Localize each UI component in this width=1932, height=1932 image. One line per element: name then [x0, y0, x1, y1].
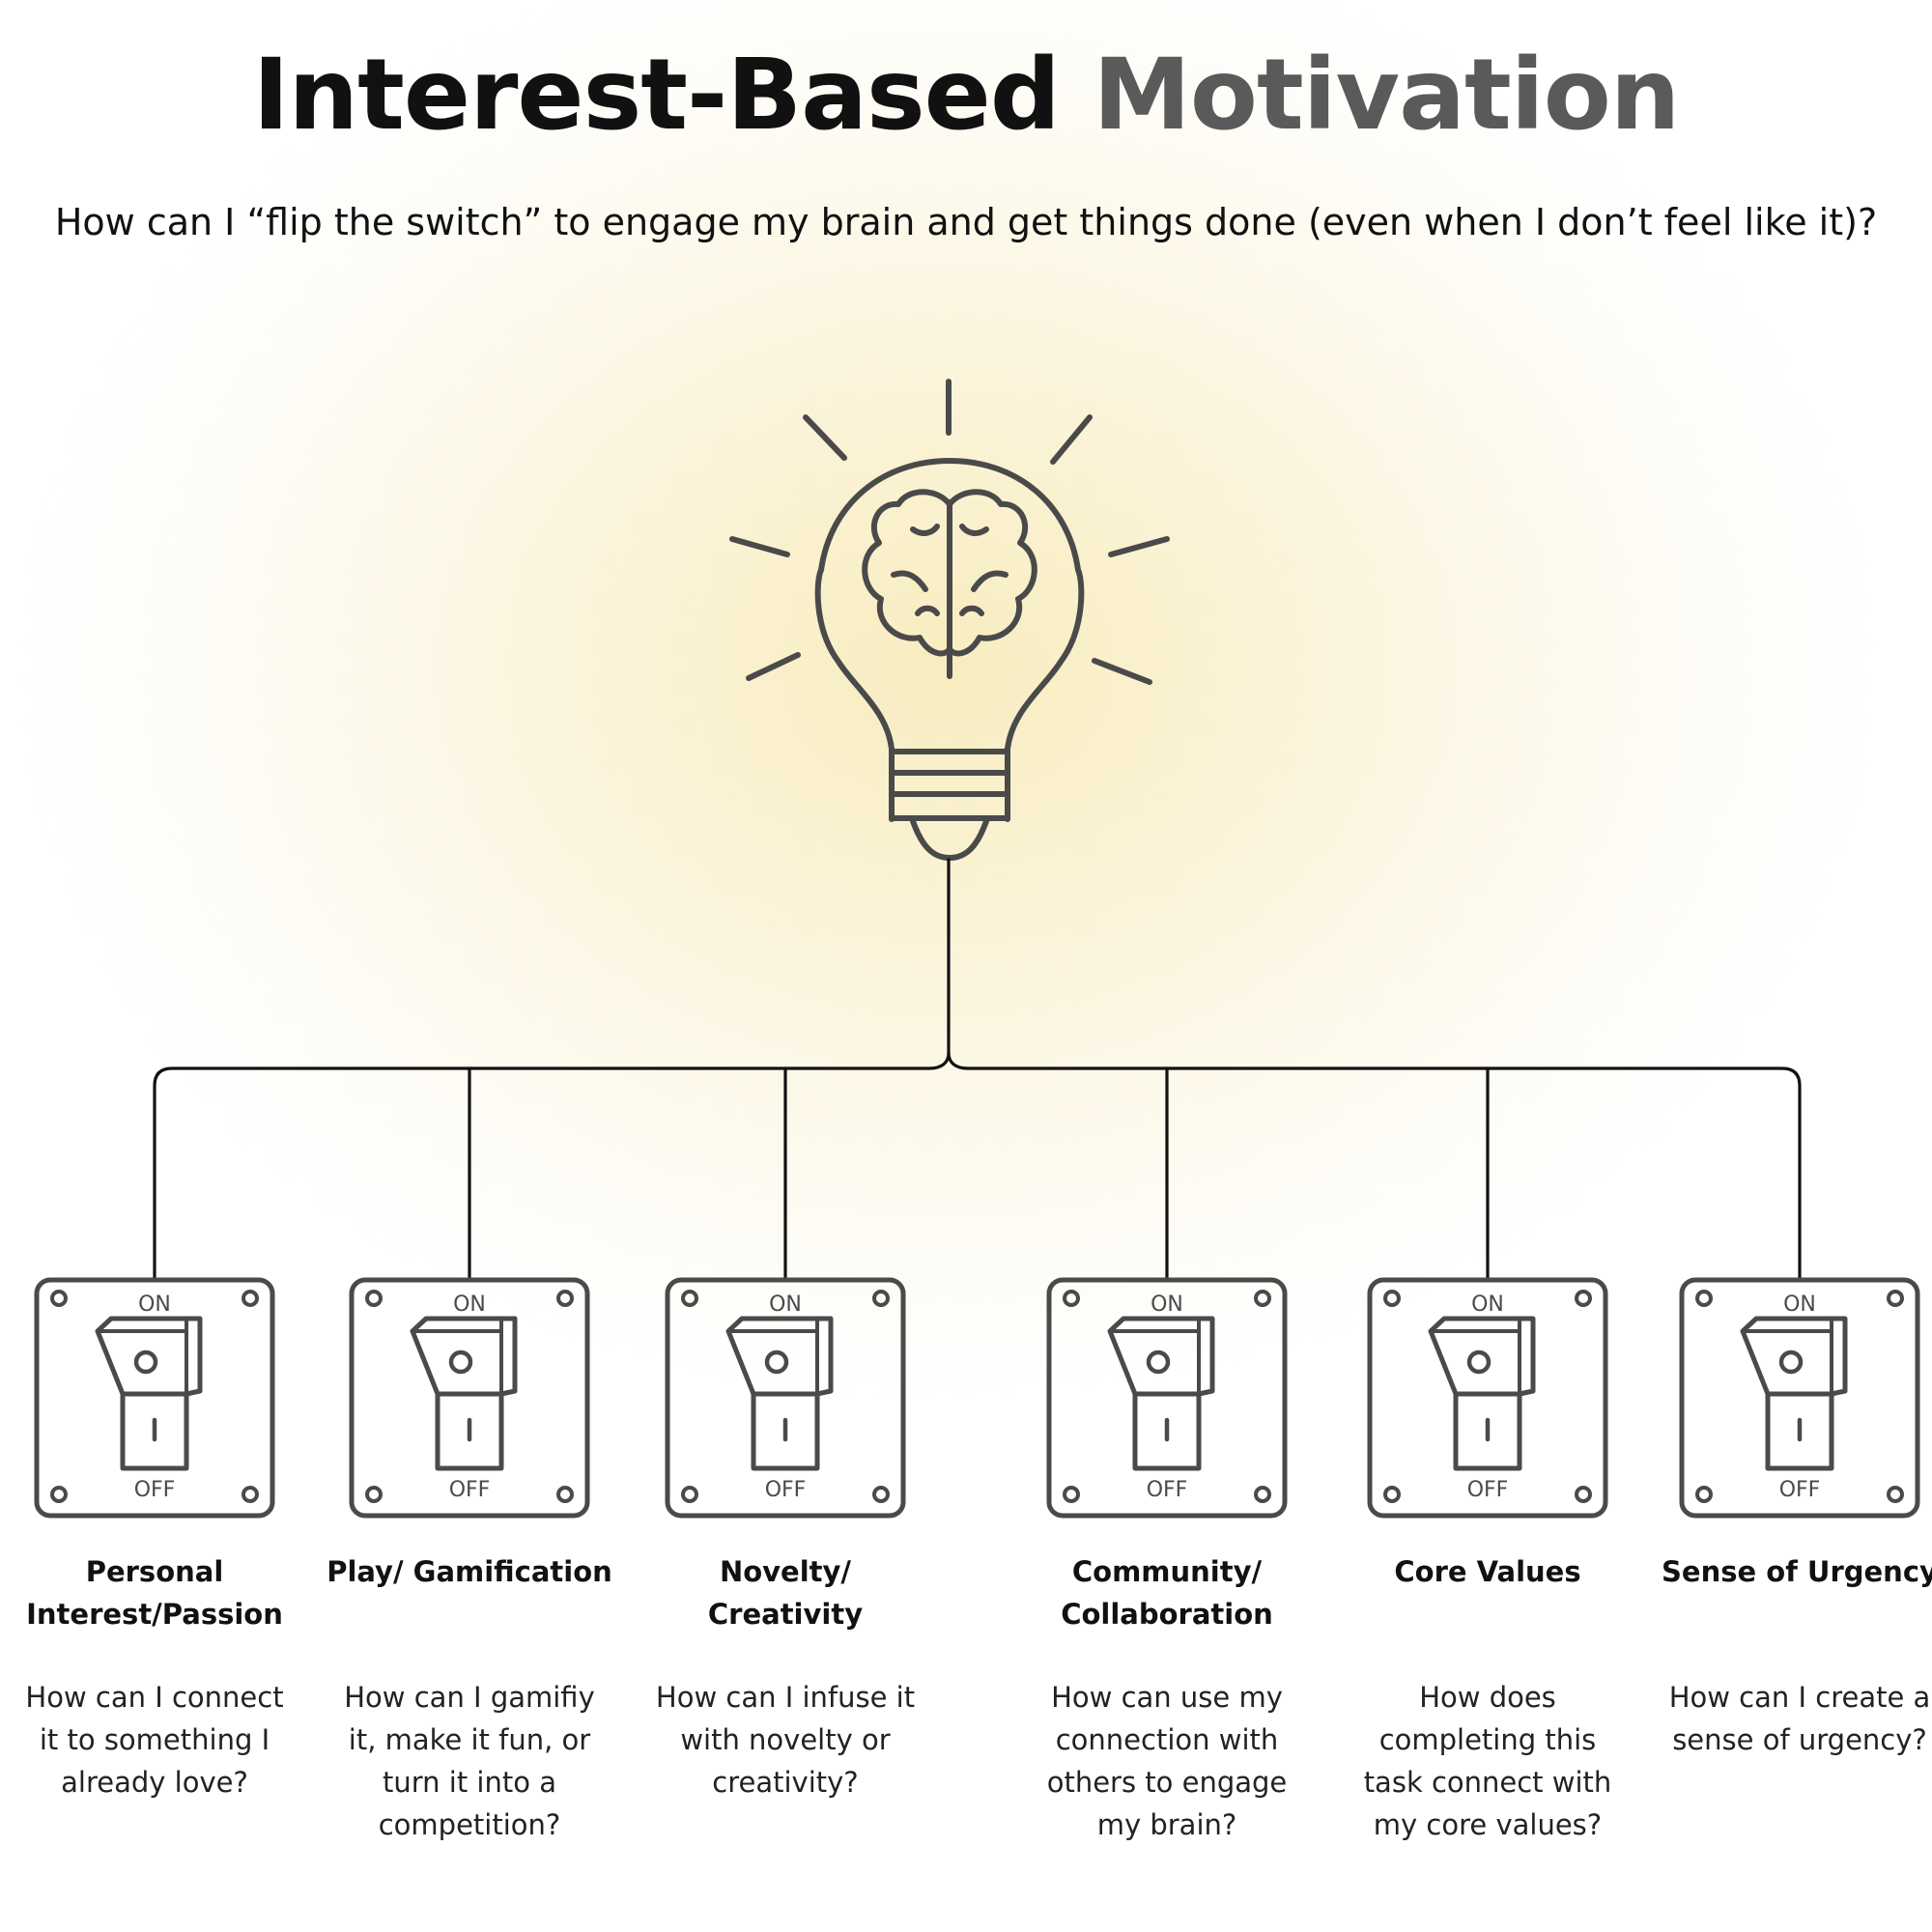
category-name: Sense of Urgency	[1662, 1555, 1932, 1588]
switch-on-label: ON	[769, 1293, 802, 1317]
switch-off-label: OFF	[1467, 1478, 1509, 1502]
toggle-switch-icon: ON OFF	[1367, 1277, 1608, 1519]
screw-icon	[1063, 1486, 1080, 1503]
screw-icon	[1887, 1486, 1904, 1503]
screw-icon	[365, 1290, 383, 1307]
page-title: Interest-Based Motivation	[0, 37, 1932, 155]
screw-icon	[872, 1486, 890, 1503]
screw-icon	[1575, 1290, 1592, 1307]
toggle-switch-icon: ON OFF	[665, 1277, 906, 1519]
wire-left	[153, 1051, 951, 1282]
switch-off-label: OFF	[765, 1478, 807, 1502]
category-name: Play/ Gamification	[327, 1555, 612, 1588]
category-question: How can I connect it to something I alre…	[25, 1681, 284, 1799]
switch-plate	[34, 1277, 275, 1519]
switch-off-label: OFF	[1147, 1478, 1188, 1502]
switch-on-label: ON	[138, 1293, 171, 1317]
branch-wires	[468, 1066, 1490, 1282]
screw-icon	[242, 1290, 259, 1307]
screw-icon	[1695, 1486, 1713, 1503]
lightbulb-brain-icon	[729, 379, 1170, 861]
screw-icon	[1063, 1290, 1080, 1307]
switch-plate	[349, 1277, 590, 1519]
screw-icon	[872, 1290, 890, 1307]
category-name: Personal Interest/Passion	[26, 1555, 283, 1631]
screw-icon	[1383, 1486, 1401, 1503]
switch-on-label: ON	[453, 1293, 486, 1317]
on-indicator-icon	[133, 1350, 158, 1375]
category-question: How can I create a sense of urgency?	[1668, 1681, 1931, 1756]
toggle-switch-icon: ON OFF	[1679, 1277, 1920, 1519]
category-question: How can use my connection with others to…	[1046, 1681, 1288, 1841]
rocker-bottom	[1132, 1391, 1202, 1471]
switch-row: ON OFF ON OFF ON OFF ON OFF ON OFF ON OFF	[34, 1277, 1920, 1519]
switch-on-label: ON	[1783, 1293, 1816, 1317]
on-indicator-icon	[448, 1350, 473, 1375]
rocker-bottom	[1765, 1391, 1834, 1471]
toggle-switch-icon: ON OFF	[349, 1277, 590, 1519]
category-question: How can I infuse it with novelty or crea…	[655, 1681, 916, 1799]
screw-icon	[681, 1486, 698, 1503]
category-name: Novelty/ Creativity	[707, 1555, 864, 1631]
rocker-bottom	[751, 1391, 820, 1471]
on-indicator-icon	[1778, 1350, 1804, 1375]
switch-off-label: OFF	[134, 1478, 176, 1502]
rocker-bottom	[1453, 1391, 1522, 1471]
screw-icon	[50, 1486, 68, 1503]
rocker-bottom	[120, 1391, 189, 1471]
screw-icon	[1383, 1290, 1401, 1307]
screw-icon	[1254, 1486, 1271, 1503]
connector-wires	[153, 858, 1802, 1282]
wire-right	[947, 1051, 1802, 1282]
screw-icon	[1887, 1290, 1904, 1307]
screw-icon	[50, 1290, 68, 1307]
switch-plate	[665, 1277, 906, 1519]
page-subtitle: How can I “flip the switch” to engage my…	[54, 201, 1878, 243]
screw-icon	[681, 1290, 698, 1307]
toggle-switch-icon: ON OFF	[34, 1277, 275, 1519]
category-name: Core Values	[1394, 1555, 1581, 1588]
screw-icon	[556, 1486, 574, 1503]
title-part-1: Interest-Based	[252, 38, 1094, 153]
category-name: Community/ Collaboration	[1061, 1555, 1273, 1631]
switch-plate	[1367, 1277, 1608, 1519]
switch-off-label: OFF	[1779, 1478, 1821, 1502]
screw-icon	[1254, 1290, 1271, 1307]
switch-on-label: ON	[1471, 1293, 1504, 1317]
screw-icon	[242, 1486, 259, 1503]
switch-plate	[1046, 1277, 1288, 1519]
on-indicator-icon	[1466, 1350, 1492, 1375]
screw-icon	[365, 1486, 383, 1503]
switch-off-label: OFF	[449, 1478, 491, 1502]
category-question: How can I gamifiy it, make it fun, or tu…	[344, 1681, 595, 1841]
screw-icon	[1575, 1486, 1592, 1503]
on-indicator-icon	[764, 1350, 789, 1375]
screw-icon	[1695, 1290, 1713, 1307]
title-part-2: Motivation	[1093, 38, 1680, 153]
switch-on-label: ON	[1151, 1293, 1183, 1317]
on-indicator-icon	[1146, 1350, 1171, 1375]
toggle-switch-icon: ON OFF	[1046, 1277, 1288, 1519]
switch-plate	[1679, 1277, 1920, 1519]
screw-icon	[556, 1290, 574, 1307]
category-question: How does completing this task connect wi…	[1363, 1681, 1612, 1841]
rocker-bottom	[435, 1391, 504, 1471]
